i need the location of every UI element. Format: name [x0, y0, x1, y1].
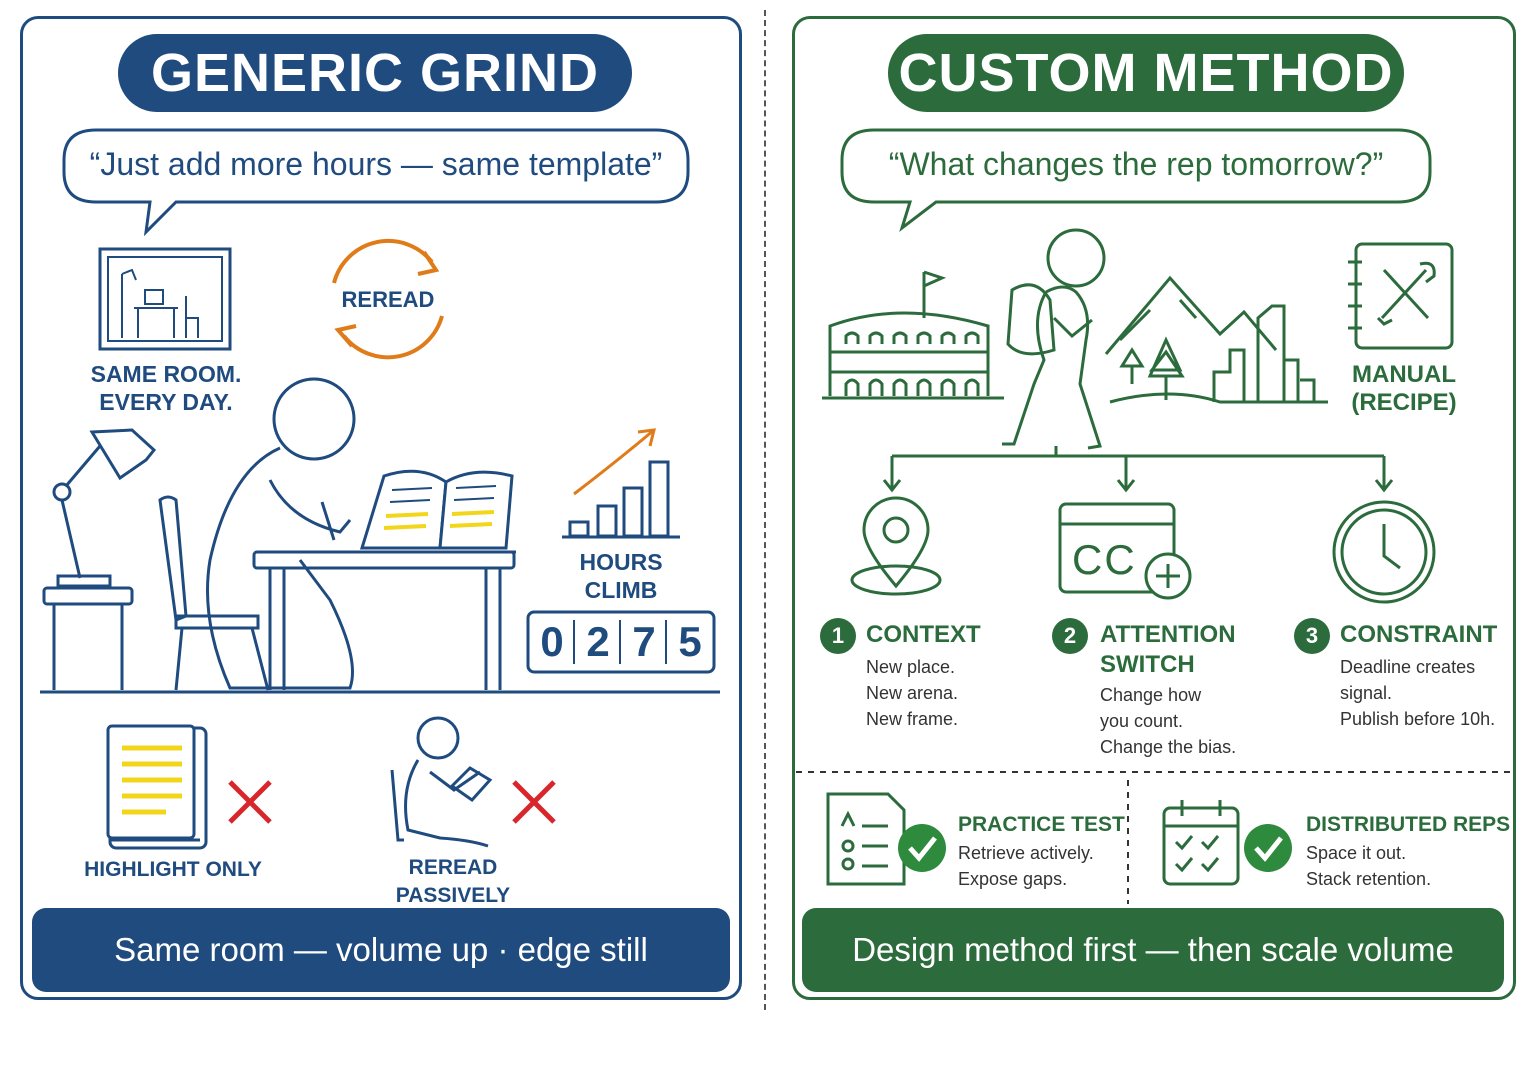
- lever-2-number: 2: [1052, 618, 1088, 654]
- right-footer-banner: Design method first — then scale volume: [802, 908, 1504, 992]
- highlight-only-label: HIGHLIGHT ONLY: [84, 858, 262, 881]
- distributed-reps-desc: Space it out. Stack retention.: [1306, 843, 1432, 889]
- colosseum-icon: [822, 270, 1004, 400]
- lever-3-number: 3: [1294, 618, 1330, 654]
- student-at-desk-icon: [40, 377, 720, 694]
- manual-recipe-icon: [1348, 242, 1454, 350]
- generic-grind-title: GENERIC GRIND: [118, 34, 632, 112]
- mountain-landscape-icon: [1104, 275, 1328, 404]
- lever-1-title: CONTEXT: [866, 621, 981, 648]
- lever-1-desc: New place. New arena. New frame.: [866, 657, 959, 729]
- left-speech-bubble: [62, 128, 690, 237]
- lever-1-number: 1: [820, 618, 856, 654]
- clock-icon: [1332, 500, 1436, 604]
- trend-arrow-icon: [573, 428, 656, 496]
- lever-3-desc: Deadline creates signal. Publish before …: [1340, 657, 1496, 729]
- lever-2-desc: Change how you count. Change the bias.: [1100, 685, 1237, 757]
- counter-digit-3: 7: [632, 618, 656, 665]
- calendar-cc-text: CC: [1072, 536, 1137, 583]
- distributed-check-mark: [1254, 836, 1283, 862]
- same-room-icon: [98, 247, 232, 351]
- lever-2-title: ATTENTION SWITCH: [1100, 621, 1236, 678]
- counter-digit-2: 2: [586, 618, 610, 665]
- left-quote: “Just add more hours — same template”: [89, 146, 663, 182]
- distributed-reps-calendar-icon: [1162, 800, 1240, 886]
- desk-lamp-icon: [52, 428, 157, 588]
- hours-counter-box: [526, 610, 716, 674]
- book-highlight-marks: [383, 510, 495, 530]
- practice-test-check-icon: [898, 824, 946, 872]
- left-illustrations: [40, 128, 720, 850]
- practice-test-desc: Retrieve actively. Expose gaps.: [958, 843, 1094, 889]
- manual-label-1: MANUAL: [1352, 361, 1456, 388]
- lever-3-title: CONSTRAINT: [1340, 621, 1498, 648]
- passive-reader-icon: [390, 716, 493, 848]
- right-speech-bubble: [840, 128, 1432, 233]
- hours-climb-chart-icon: [562, 460, 680, 539]
- custom-method-title: CUSTOM METHOD: [888, 34, 1404, 112]
- practice-test-icon: [826, 792, 906, 886]
- distributed-reps-check-icon: [1244, 824, 1292, 872]
- practice-check-mark: [908, 836, 937, 862]
- highlight-x-icon: [228, 780, 272, 824]
- same-room-label-1: SAME ROOM.: [90, 361, 242, 387]
- hiker-icon: [1002, 228, 1106, 450]
- hours-climb-label-2: CLIMB: [584, 577, 658, 603]
- book-text-lines: [389, 485, 497, 503]
- right-quote: “What changes the rep tomorrow?”: [888, 146, 1384, 182]
- location-pin-icon: [850, 496, 942, 596]
- section-dividers: [796, 771, 1512, 904]
- custom-method-panel: [792, 16, 1516, 1000]
- passive-x-icon: [512, 780, 556, 824]
- center-divider: [764, 10, 766, 1010]
- side-table-icon: [42, 586, 134, 690]
- practice-test-title: PRACTICE TEST: [958, 813, 1125, 836]
- branch-connector: [882, 446, 1394, 493]
- reread-cycle-icon: [332, 238, 444, 360]
- counter-digit-1: 0: [540, 618, 564, 665]
- hours-climb-label-1: HOURS: [579, 549, 663, 575]
- reread-passively-label: REREAD PASSIVELY: [395, 856, 511, 907]
- yellow-highlight-lines: [122, 745, 182, 815]
- counter-digit-4: 5: [678, 618, 702, 665]
- reread-cycle-label: REREAD: [341, 287, 435, 312]
- calendar-cc-icon: [1058, 502, 1192, 600]
- same-room-label-2: EVERY DAY.: [99, 389, 233, 415]
- open-book-icon: [359, 469, 516, 554]
- right-illustrations: [796, 128, 1512, 904]
- distributed-reps-title: DISTRIBUTED REPS: [1306, 813, 1511, 836]
- generic-grind-panel: [20, 16, 742, 1000]
- manual-label-2: (RECIPE): [1351, 389, 1457, 416]
